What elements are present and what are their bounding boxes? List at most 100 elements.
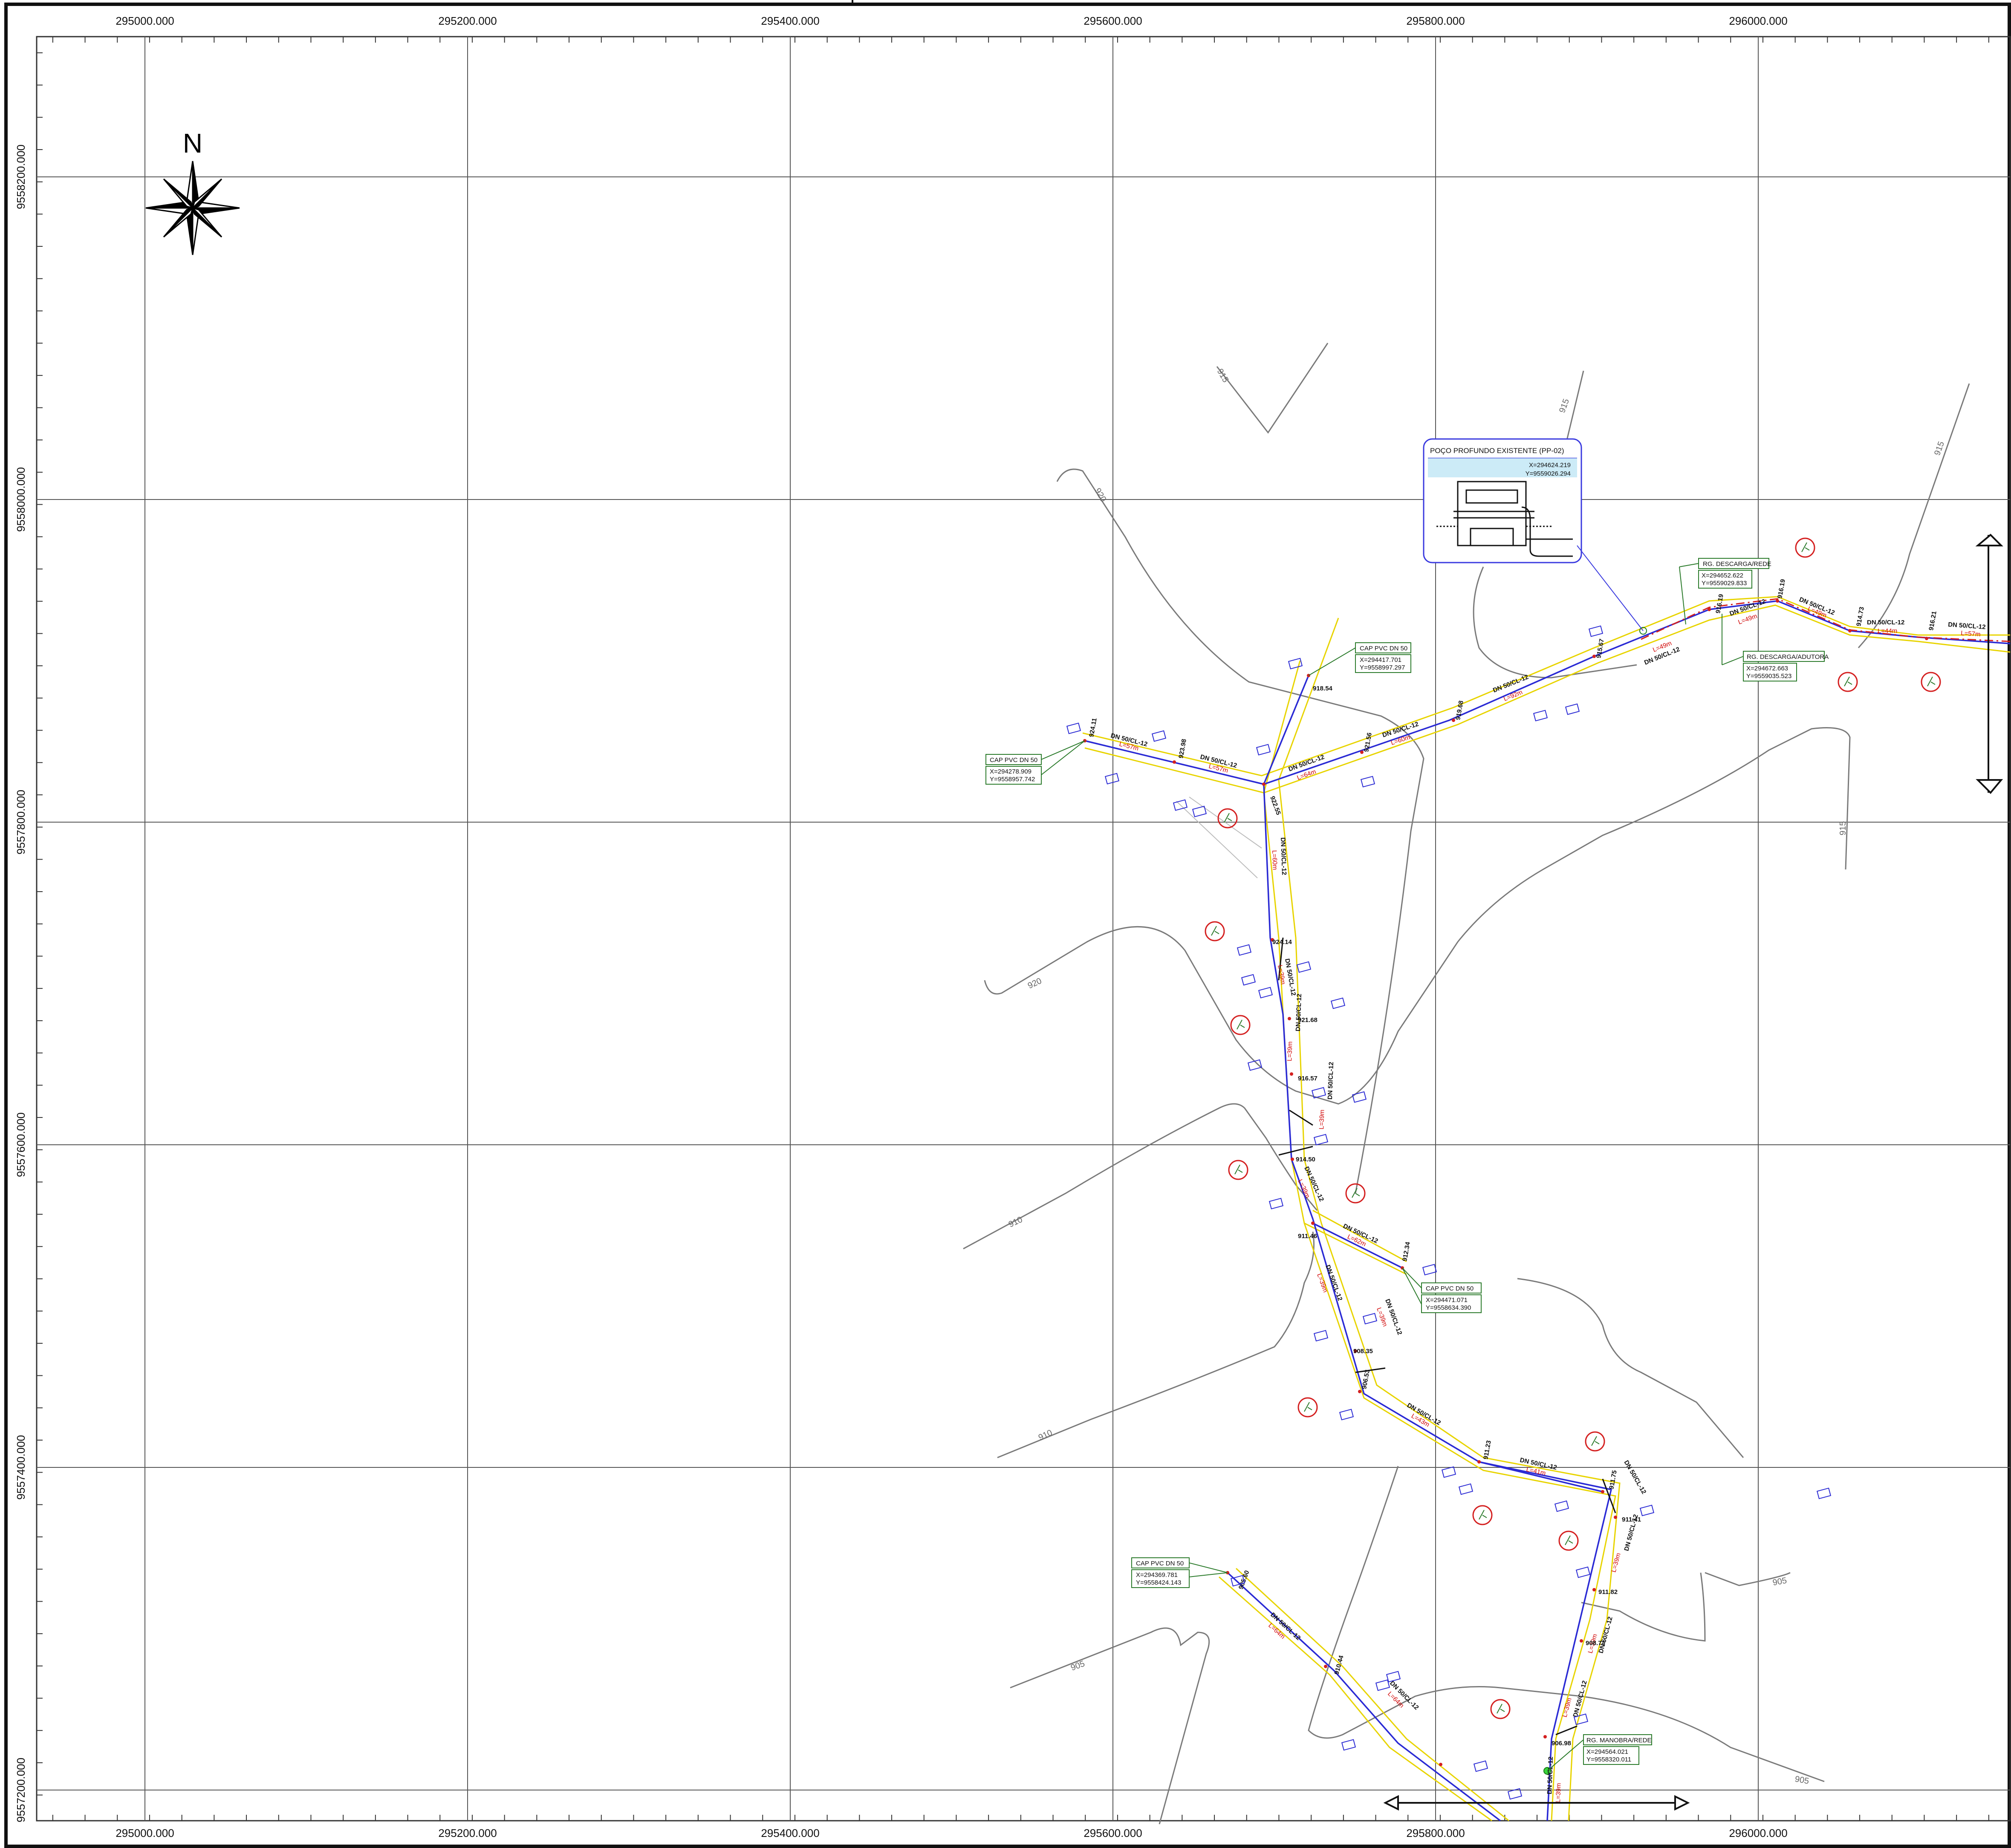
well-x: X=294624.219 [1529, 462, 1571, 469]
lot-tag [1565, 703, 1580, 715]
elevation-label: 915.67 [1595, 638, 1606, 659]
map-area [36, 36, 2011, 1822]
callout-manobra-rede: RG. MANOBRA/REDE X=294564.021 Y=9558320.… [1547, 1734, 1652, 1771]
y-tick-6: 9557200.000 [14, 1758, 27, 1822]
callout-coords: X=294278.909 [990, 768, 1032, 775]
callout-coords: X=294672.663 [1746, 665, 1788, 672]
tree-symbol [1224, 813, 1232, 823]
elevation-label: 924.11 [1088, 717, 1098, 737]
y-axis-left: 9558200.000 9558000.000 9557800.000 9557… [14, 144, 27, 1822]
lot-tag [1352, 1091, 1367, 1103]
pipe-segment [1263, 675, 1612, 1821]
length-label: L=60m [1271, 850, 1279, 870]
elevation-label: 908.74 [1586, 1640, 1606, 1647]
lot-tag [1554, 1500, 1569, 1512]
contour-line [1517, 1278, 1744, 1458]
lot-tag [1507, 1788, 1523, 1800]
callout-coords: Y=9558634.390 [1426, 1304, 1471, 1311]
contour-line [1010, 1627, 1210, 1825]
x-tick-top-1: 295000.000 [116, 14, 174, 27]
contour-label: 910 [1037, 1428, 1054, 1442]
lot-tag [1237, 944, 1252, 956]
callout-coords: X=294471.071 [1426, 1296, 1468, 1304]
sheet-frame [4, 3, 2011, 1848]
contour-label: 915 [1557, 398, 1571, 414]
lot-tag [1575, 1566, 1591, 1578]
tree-symbol [1801, 542, 1810, 552]
pipe-label: DN 50/CL-12 [1546, 1756, 1554, 1794]
x-axis-bottom: 295000.000 295200.000 295400.000 295600.… [116, 1827, 1787, 1839]
x-tick-bottom-3: 295400.000 [761, 1827, 819, 1839]
pipe-buffer [1082, 596, 2011, 1822]
contour-line [963, 1103, 1318, 1250]
adutora-line [1641, 598, 2011, 642]
section-marker-right [1975, 534, 2003, 794]
north-label: N [183, 128, 202, 159]
elevation-label: 906.98 [1552, 1740, 1571, 1747]
node-marker [1601, 1490, 1604, 1493]
tree-symbol [1237, 1019, 1245, 1030]
elevation-label: 911.75 [1608, 1470, 1618, 1490]
pipe-label: DN 50/CL-12 [1492, 673, 1529, 694]
well-y: Y=9559026.294 [1526, 470, 1571, 477]
lot-tag [1258, 987, 1273, 999]
callout-cap-1: CAP PVC DN 50 X=294278.909 Y=9558957.742 [985, 740, 1085, 785]
contour-line [1705, 1572, 1791, 1586]
lot-tag [1313, 1330, 1329, 1342]
callout-coords: X=294369.781 [1136, 1571, 1178, 1579]
tree-symbol [1234, 1164, 1243, 1175]
y-tick-2: 9558000.000 [14, 467, 27, 532]
tree-symbol [1927, 676, 1936, 687]
contour-line [1581, 1572, 1706, 1642]
compass-rose-icon [145, 161, 240, 255]
lot-tag [1339, 1409, 1354, 1421]
elevation-label: 914.73 [1855, 606, 1866, 627]
nodes [1083, 599, 1928, 1766]
lot-tag [1360, 776, 1375, 788]
lot-tag [1256, 744, 1271, 756]
lot-tag [1639, 1504, 1655, 1516]
elevation-label: 918.54 [1313, 685, 1333, 692]
node-marker [1173, 760, 1176, 764]
tree-marker-icon [1472, 1505, 1493, 1525]
well-callout-frame [1423, 438, 1582, 563]
length-label: L=39m [1286, 1041, 1294, 1061]
contour-line [1216, 343, 1329, 434]
lot-tags [1066, 625, 1832, 1800]
pipe-label: DN 50/CL-12 [1324, 1264, 1344, 1302]
tree-marker-icon [1228, 1160, 1248, 1180]
pipe-label: DN 50/CL-12 [1294, 993, 1303, 1031]
x-tick-bottom-5: 295800.000 [1406, 1827, 1465, 1839]
pipe-label: DN 50/CL-12 [1867, 619, 1904, 626]
lot-tag [1375, 1679, 1390, 1691]
lot-tag [1386, 1671, 1401, 1683]
lot-tag [1066, 722, 1081, 734]
node-marker [1311, 1221, 1315, 1225]
x-axis-top: 295000.000 295200.000 295400.000 295600.… [116, 14, 1787, 27]
tree-symbol [1479, 1510, 1487, 1520]
length-label: L=39m [1318, 1109, 1326, 1129]
pipe-label: DN 50/CL-12 [1623, 1459, 1648, 1496]
lot-tag [1816, 1487, 1832, 1499]
well-callout: POÇO PROFUNDO EXISTENTE (PP-02) X=294624… [1423, 438, 1644, 631]
tree-markers [1205, 537, 1941, 1719]
callout-cap-3: CAP PVC DN 50 X=294471.071 Y=9558634.390 [1402, 1268, 1482, 1313]
callout-title: RG. MANOBRA/REDE [1586, 1737, 1652, 1744]
node-marker [1290, 1072, 1293, 1076]
contour-label: 920 [1026, 976, 1043, 990]
lot-tag [1362, 1313, 1378, 1325]
pipe-label: DN 50/CL-12 [1729, 598, 1767, 618]
contour-line [1858, 383, 1970, 649]
y-tick-3: 9557800.000 [14, 790, 27, 855]
node-marker [1776, 599, 1779, 603]
x-tick-top-3: 295400.000 [761, 14, 819, 27]
tree-symbol [1844, 676, 1852, 687]
tree-marker-icon [1921, 672, 1941, 692]
callout-title: CAP PVC DN 50 [990, 757, 1037, 764]
lot-tag [1473, 1760, 1488, 1772]
tree-marker-icon [1230, 1015, 1251, 1035]
callout-title: CAP PVC DN 50 [1136, 1560, 1184, 1567]
length-label: L=49m [1737, 612, 1758, 626]
elevation-label: 910.44 [1333, 1655, 1345, 1675]
x-tick-bottom-4: 295600.000 [1084, 1827, 1142, 1839]
